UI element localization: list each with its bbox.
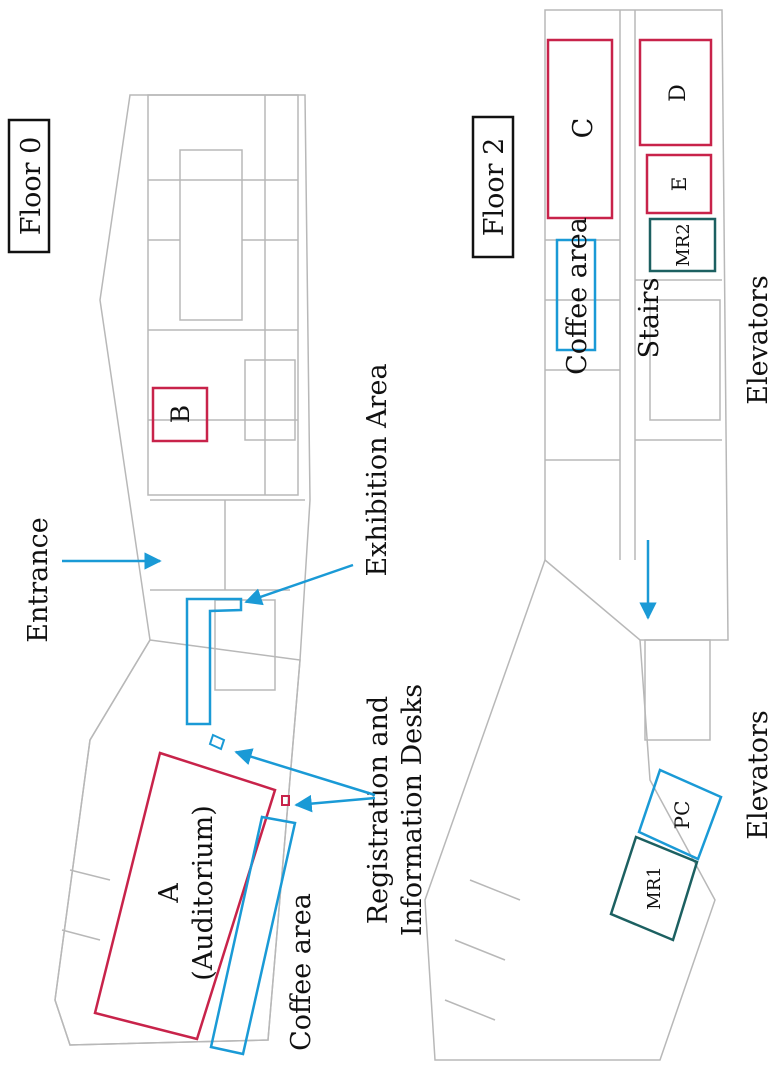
- floor2-wall: [469, 879, 521, 901]
- floor2-title-box: [471, 115, 515, 259]
- floor0-stair-block: [214, 599, 276, 691]
- room-d[interactable]: [638, 38, 713, 147]
- floor0-courtyard: [179, 149, 243, 321]
- meeting-room-1[interactable]: [609, 835, 699, 942]
- registration-desk-2[interactable]: [281, 795, 290, 806]
- registration-arrow-2: [294, 794, 376, 813]
- floor0-auditorium-wing: [54, 639, 301, 1046]
- room-d-label: D: [666, 84, 691, 102]
- coffee-area-floor0-label: Coffee area: [286, 893, 317, 1051]
- floor2-wall: [444, 999, 496, 1021]
- floor2-outline: [424, 9, 729, 1061]
- room-a-sublabel: (Auditorium): [188, 805, 219, 981]
- floor0-title: Floor 0: [16, 137, 47, 236]
- room-e-label: E: [667, 177, 691, 192]
- floor2-elevator-block: [649, 299, 721, 421]
- meeting-room-1-label: MR1: [644, 866, 665, 909]
- coffee-area-floor2[interactable]: [555, 238, 597, 352]
- registration-label-line1: Registration and: [363, 696, 394, 924]
- floor2-wall: [544, 559, 641, 641]
- pc-room[interactable]: [637, 768, 723, 861]
- coffee-area-floor0[interactable]: [209, 815, 297, 1056]
- registration-desk-1[interactable]: [208, 733, 226, 751]
- room-a-label: A: [154, 883, 185, 904]
- room-a-auditorium[interactable]: [93, 751, 277, 1041]
- room-c-label: C: [568, 118, 599, 139]
- room-b[interactable]: [151, 386, 209, 443]
- room-b-label: B: [166, 405, 195, 423]
- entrance-label: Entrance: [23, 517, 54, 642]
- elevators-right-label: Elevators: [743, 275, 774, 405]
- exhibition-area[interactable]: [185, 597, 243, 726]
- floor0-east-wing: [147, 94, 299, 496]
- floor2-title: Floor 2: [479, 138, 510, 237]
- floor2-building: [424, 9, 729, 1061]
- floor0-stair-block: [244, 359, 296, 441]
- coffee-area-floor2-label: Coffee area: [562, 217, 593, 375]
- registration-arrow-1: [234, 748, 376, 797]
- room-c[interactable]: [546, 38, 614, 220]
- meeting-room-2-label: MR2: [673, 223, 694, 266]
- elevators-left-label: Elevators: [743, 710, 774, 840]
- pc-room-label: PC: [670, 801, 694, 830]
- room-e[interactable]: [645, 153, 713, 215]
- meeting-room-2[interactable]: [648, 217, 717, 273]
- floor0-wall: [61, 929, 101, 941]
- floor2-wall: [454, 939, 506, 961]
- registration-label-line2: Information Desks: [397, 684, 428, 936]
- stairs-label: Stairs: [634, 278, 665, 359]
- exhibition-area-label: Exhibition Area: [362, 363, 393, 576]
- floor0-title-box: [7, 118, 51, 254]
- floor2-stair-block: [644, 639, 711, 741]
- exhibition-arrow: [244, 563, 354, 606]
- floor0-wall: [69, 869, 111, 881]
